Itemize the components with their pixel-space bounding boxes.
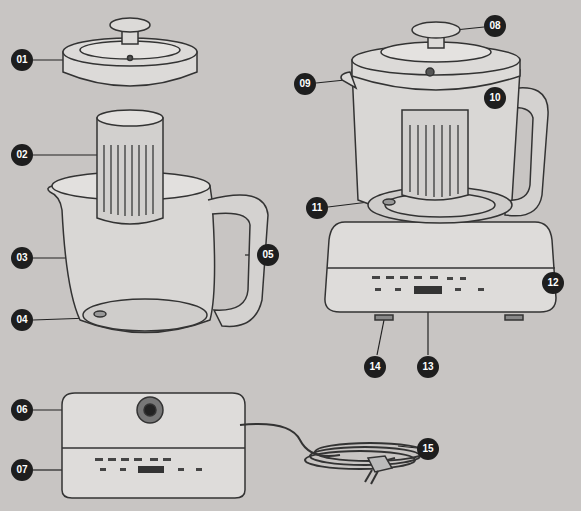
callout-number: 14: [364, 356, 386, 378]
callout-number: 09: [294, 73, 316, 95]
callout-number: 02: [11, 144, 33, 166]
callout-number: 11: [306, 197, 328, 219]
callout-number: 13: [417, 356, 439, 378]
callout-number: 04: [11, 309, 33, 331]
callout-number: 08: [484, 15, 506, 37]
callout-number: 06: [11, 399, 33, 421]
callout-number: 05: [257, 244, 279, 266]
callout-number: 10: [484, 87, 506, 109]
callout-number: 03: [11, 247, 33, 269]
callout-number: 01: [11, 49, 33, 71]
callout-number: 07: [11, 459, 33, 481]
callout-number: 15: [417, 438, 439, 460]
callout-number: 12: [542, 272, 564, 294]
